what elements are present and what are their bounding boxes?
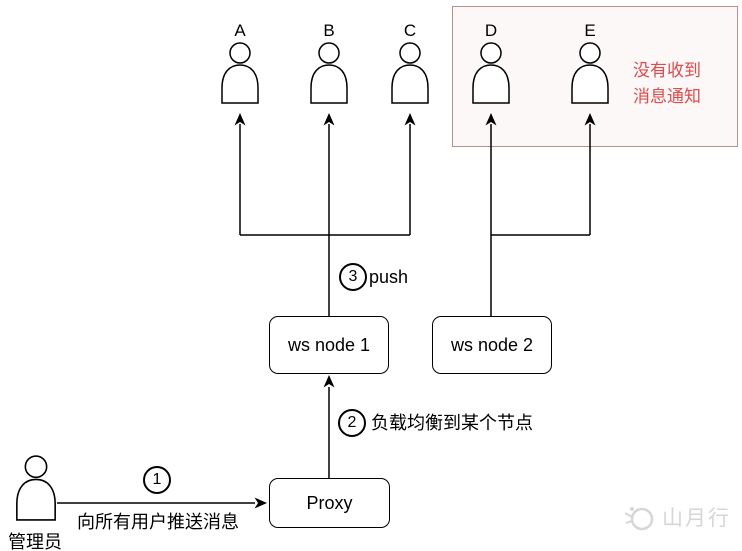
- arrowhead-c: [404, 113, 416, 126]
- user-icon: [472, 42, 510, 104]
- ws-node-2-box: ws node 2: [432, 316, 552, 374]
- step-2-circle: 2: [338, 409, 366, 437]
- step-3-label: push: [369, 267, 409, 287]
- arrowhead-proxy: [254, 497, 267, 509]
- admin-label: 管理员: [8, 532, 62, 551]
- arrowhead-a: [234, 113, 246, 126]
- user-icon: [571, 42, 609, 104]
- watermark-text: 山月行: [662, 507, 731, 530]
- ws-node-1-box: ws node 1: [269, 316, 389, 374]
- step-3-circle: 3: [339, 263, 367, 291]
- step-1-label: 向所有用户推送消息: [77, 512, 239, 532]
- proxy-label: Proxy: [306, 492, 353, 513]
- arrowhead-d: [485, 113, 497, 126]
- user-label: C: [403, 21, 417, 40]
- user-label: B: [323, 21, 335, 40]
- no-notification-note: 没有收到 消息通知: [633, 61, 701, 106]
- user-node-a: A: [218, 22, 262, 104]
- user-label: E: [584, 21, 596, 40]
- user-label: D: [484, 21, 498, 40]
- user-label: A: [234, 21, 246, 40]
- user-node-c: C: [388, 22, 432, 104]
- admin-node: [13, 455, 59, 526]
- ws-node-1-label: ws node 1: [287, 334, 371, 355]
- user-icon: [310, 42, 348, 104]
- step-1-circle: 1: [143, 466, 171, 494]
- watermark-logo-icon: [624, 507, 654, 531]
- user-icon: [391, 42, 429, 104]
- edge-lines: [57, 124, 591, 504]
- user-node-e: E: [568, 22, 612, 104]
- user-node-b: B: [307, 22, 351, 104]
- arrowheads: [234, 113, 596, 509]
- user-icon: [221, 42, 259, 104]
- step-2-number: 2: [347, 414, 357, 431]
- arrowhead-b: [323, 113, 335, 126]
- user-node-d: D: [469, 22, 513, 104]
- watermark: 山月行: [624, 501, 731, 533]
- step-2-label: 负载均衡到某个节点: [371, 413, 533, 433]
- arrowhead-e: [584, 113, 596, 126]
- step-3-number: 3: [348, 268, 358, 285]
- step-1-number: 1: [152, 471, 162, 488]
- ws-node-2-label: ws node 2: [450, 334, 534, 355]
- arrowhead-ws1: [323, 375, 335, 388]
- admin-user-icon: [16, 455, 56, 521]
- proxy-box: Proxy: [269, 478, 390, 528]
